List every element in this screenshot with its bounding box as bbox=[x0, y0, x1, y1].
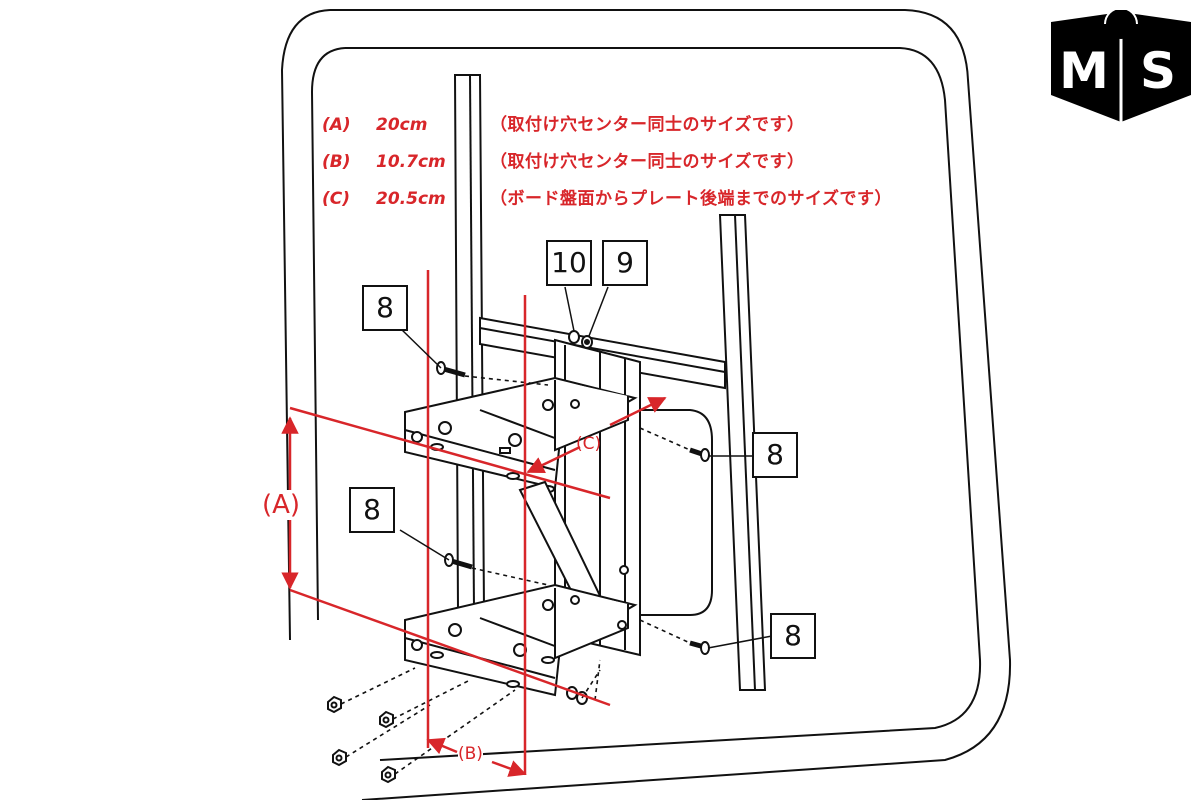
spec-value: 20cm bbox=[376, 115, 428, 135]
part-callout-9: 9 bbox=[602, 240, 648, 286]
part-callout-10: 10 bbox=[546, 240, 592, 286]
hex-nut bbox=[332, 748, 347, 767]
dimension-label-c: (C) bbox=[576, 434, 602, 454]
dimension-label-b: (B) bbox=[458, 744, 483, 764]
hex-nut bbox=[327, 695, 342, 714]
spec-row-c: (C) 20.5cm （ボード盤面からプレート後端までのサイズです） bbox=[322, 184, 892, 209]
part-callout-8-lower-left: 8 bbox=[349, 487, 395, 533]
hex-nut bbox=[381, 765, 396, 784]
lower-bracket bbox=[404, 565, 638, 697]
spec-value: 10.7cm bbox=[376, 152, 446, 172]
vertical-rails bbox=[453, 74, 767, 691]
part-callout-8-upper-right: 8 bbox=[752, 432, 798, 478]
leader-lines bbox=[399, 286, 773, 649]
assembly-guides bbox=[340, 375, 691, 775]
spec-letter: (B) bbox=[322, 152, 351, 172]
spec-note: （取付け穴センター同士のサイズです） bbox=[490, 115, 805, 135]
spec-letter: (A) bbox=[322, 115, 351, 135]
upper-bracket bbox=[404, 376, 638, 493]
hex-nut bbox=[379, 710, 394, 729]
dimension-label-a: (A) bbox=[262, 490, 301, 520]
spec-value: 20.5cm bbox=[376, 189, 446, 209]
dimension-lines bbox=[281, 270, 667, 777]
spec-note: （取付け穴センター同士のサイズです） bbox=[490, 152, 805, 172]
spec-row-b: (B) 10.7cm （取付け穴センター同士のサイズです） bbox=[322, 147, 805, 172]
ms-logo: M S bbox=[1051, 10, 1191, 122]
logo-left-letter: M bbox=[1059, 42, 1109, 100]
part-callout-8-upper-left: 8 bbox=[362, 285, 408, 331]
spec-letter: (C) bbox=[322, 189, 351, 209]
spec-note: （ボード盤面からプレート後端までのサイズです） bbox=[490, 189, 892, 209]
spec-row-a: (A) 20cm （取付け穴センター同士のサイズです） bbox=[322, 110, 805, 135]
backboard bbox=[280, 9, 1012, 801]
part-callout-8-lower-right: 8 bbox=[770, 613, 816, 659]
logo-right-letter: S bbox=[1140, 42, 1176, 100]
